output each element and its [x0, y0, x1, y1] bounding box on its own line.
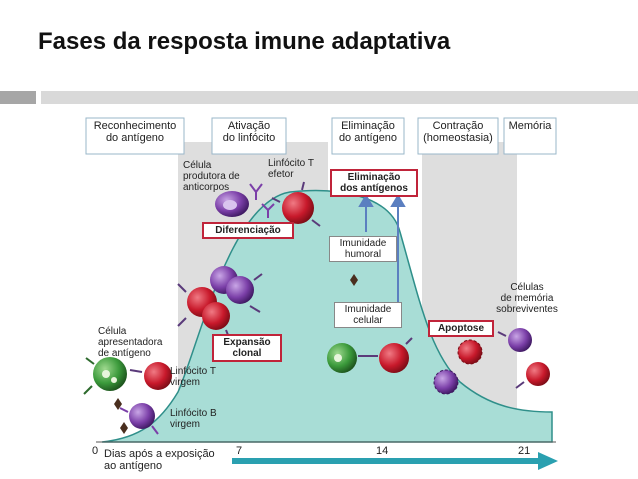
label-naive-b: Linfócito B virgem — [170, 408, 217, 430]
tick-21: 21 — [518, 445, 531, 457]
accent-bar-light — [41, 91, 638, 104]
immune-response-figure: Reconhecimento do antígeno Ativação do l… — [80, 112, 560, 478]
phase-box-memory — [503, 117, 557, 155]
figure-graphics — [80, 112, 560, 470]
phase-headers — [85, 117, 557, 155]
elimination-arrows — [358, 194, 406, 302]
label-apc: Célula apresentadora de antígeno — [98, 326, 163, 359]
label-apoptosis: Apoptose — [428, 320, 494, 337]
label-antibody-cell: Célula produtora de anticorpos — [183, 160, 240, 193]
phase-box-recognition — [85, 117, 185, 155]
antibody-icons — [249, 183, 275, 218]
label-humoral: Imunidade humoral — [329, 236, 397, 262]
axis-label: Dias após a exposição ao antígeno — [104, 448, 215, 472]
phase-contraction: Contração (homeostasia) — [423, 120, 493, 144]
naive-b-cell-bottom — [119, 403, 159, 435]
antibody-producing-cell — [215, 191, 249, 217]
timeline-arrow — [232, 452, 558, 470]
phase-memory: Memória — [508, 120, 552, 132]
phase-elimination: Eliminação do antígeno — [338, 120, 398, 144]
tick-0: 0 — [92, 445, 99, 457]
phase-recognition: Reconhecimento do antígeno — [93, 120, 177, 144]
tick-7: 7 — [236, 445, 243, 457]
label-cellular: Imunidade celular — [334, 302, 402, 328]
slide-title: Fases da resposta imune adaptativa — [38, 28, 451, 55]
naive-t-cell-bottom — [129, 362, 172, 390]
label-differentiation: Diferenciação — [202, 222, 294, 239]
antigen-particles — [114, 274, 358, 434]
label-effector-t: Linfócito T efetor — [268, 158, 314, 180]
label-clonal-expansion: Expansão clonal — [212, 334, 282, 362]
phase-box-contraction — [417, 117, 499, 155]
label-naive-t: Linfócito T virgem — [170, 366, 216, 388]
antigen-presenting-cell — [83, 357, 127, 395]
label-memory-cells: Células de memória sobreviventes — [496, 282, 558, 315]
phase-box-elimination — [331, 117, 405, 155]
memory-cells — [497, 328, 550, 389]
apoptotic-cells — [433, 339, 483, 395]
effector-t-cell — [271, 181, 321, 227]
accent-bar-dark — [0, 91, 36, 104]
cellular-immunity-cells — [327, 337, 413, 373]
phase-activation: Ativação do linfócito — [222, 120, 276, 144]
label-elimination: Eliminação dos antígenos — [330, 169, 418, 197]
phase-box-activation — [211, 117, 287, 155]
tick-14: 14 — [376, 445, 389, 457]
